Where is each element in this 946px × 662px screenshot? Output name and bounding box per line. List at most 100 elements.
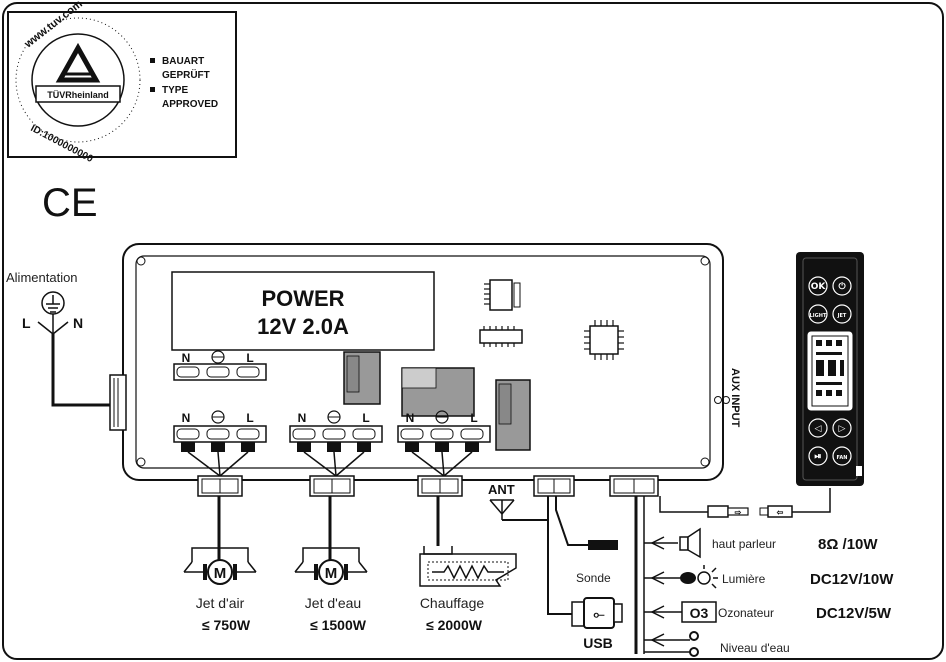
- heater-rating: ≤ 2000W: [426, 617, 483, 633]
- level-label: Niveau d'eau: [720, 641, 790, 655]
- speaker-icon: [679, 536, 689, 551]
- keypad-fan-icon: FAN: [837, 455, 848, 461]
- ozone-label: Ozonateur: [718, 606, 774, 620]
- antenna-usb: ANT ⟜ USB: [488, 482, 623, 651]
- level-sensor-icon: [689, 647, 699, 657]
- keypad-jet-icon: JET: [837, 313, 847, 319]
- terminal-n: N: [406, 411, 415, 425]
- keypad-ok-button[interactable]: [808, 276, 828, 296]
- keypad-status-led: [856, 466, 862, 476]
- keypad-right-icon: ▷: [839, 424, 846, 434]
- motor-symbol: M: [214, 565, 227, 582]
- ozone-spec: DC12V/5W: [816, 605, 892, 622]
- keypad-power-icon: ⏻: [838, 281, 846, 292]
- keypad-power-button[interactable]: [832, 276, 852, 296]
- speaker-spec: 8Ω /10W: [818, 536, 878, 553]
- water-jet-label: Jet d'eau: [305, 595, 361, 611]
- connector-icon: [707, 505, 729, 518]
- cable-glands: [197, 475, 659, 497]
- tuv-certification: www.tuv.com TÜVRheinland ID:1000000000 B…: [7, 0, 237, 165]
- terminal-n: N: [298, 411, 307, 425]
- usb-label: USB: [583, 635, 613, 651]
- chip-icon: [489, 279, 513, 311]
- heater: Chauffage ≤ 2000W: [419, 546, 517, 633]
- cert-line1: BAUART: [162, 56, 204, 67]
- terminal-n: N: [182, 351, 191, 365]
- power-line1: POWER: [261, 286, 344, 311]
- bulb-icon: [697, 571, 711, 585]
- supply-title: Alimentation: [6, 270, 78, 285]
- light-spec: DC12V/10W: [810, 571, 894, 588]
- cable-gland: [309, 475, 355, 497]
- mcu-icon: [589, 325, 619, 355]
- water-jet-rating: ≤ 1500W: [310, 617, 367, 633]
- cert-brand: TÜVRheinland: [47, 90, 109, 100]
- power-line2: 12V 2.0A: [257, 314, 349, 339]
- dip-chip-icon: [479, 329, 523, 344]
- air-jet-label: Jet d'air: [196, 595, 245, 611]
- air-jet-motor: M Jet d'air ≤ 750W: [183, 547, 257, 633]
- keypad-jet-button[interactable]: [832, 304, 852, 324]
- terminal-l: L: [246, 351, 253, 365]
- cable-gland: [609, 475, 659, 497]
- keypad-left-button[interactable]: [808, 418, 828, 438]
- sensor-probe-icon: [588, 540, 618, 550]
- motor-icon: [318, 559, 344, 585]
- terminal-n: N: [182, 411, 191, 425]
- bullet-icon: [150, 58, 155, 63]
- aux-jack-icon: [722, 396, 730, 404]
- water-jet-motor: M Jet d'eau ≤ 1500W: [294, 547, 368, 633]
- motor-icon: [207, 559, 233, 585]
- resistor-icon: [432, 564, 504, 580]
- speaker-label: haut parleur: [712, 537, 776, 551]
- cert-line3: TYPE: [162, 85, 188, 96]
- input-terminal: N L: [173, 350, 267, 381]
- level-sensor-icon: [689, 631, 699, 641]
- keypad-fan-button[interactable]: [832, 446, 852, 466]
- cert-line4: APPROVED: [162, 99, 218, 110]
- light-label: Lumière: [722, 572, 766, 586]
- aux-jack-icon: [714, 396, 722, 404]
- supply-live: L: [22, 315, 31, 331]
- aux-label: AUX INPUT: [729, 368, 741, 428]
- air-jet-rating: ≤ 750W: [202, 617, 251, 633]
- power-panel: [171, 271, 435, 351]
- keypad-left-icon: ◁: [815, 424, 822, 434]
- terminal-l: L: [362, 411, 369, 425]
- cable-gland: [417, 475, 463, 497]
- light-plug-icon: [680, 572, 696, 584]
- svg-text:⟜: ⟜: [593, 606, 605, 622]
- cert-inner-ring: [31, 33, 125, 127]
- keypad-play-icon: ⏯: [814, 452, 821, 462]
- terminal-l: L: [246, 411, 253, 425]
- keypad-light-button[interactable]: [808, 304, 828, 324]
- cert-ring: [15, 17, 141, 143]
- ozone-icon: [681, 601, 717, 623]
- motor-symbol: M: [325, 565, 338, 582]
- box-inner: [135, 255, 711, 469]
- keypad-light-icon: LIGHT: [810, 313, 827, 319]
- terminal-l: L: [470, 411, 477, 425]
- ozone-symbol: O3: [690, 605, 709, 621]
- tuv-logo-icon: [55, 42, 101, 83]
- svg-text:⇦: ⇦: [776, 508, 784, 517]
- bullet-icon: [150, 87, 155, 92]
- peripherals: ⇨ ⇦ haut parleur 8Ω /10W Sonde Lumière D…: [576, 488, 894, 657]
- ant-label: ANT: [488, 482, 515, 497]
- output-devices: M Jet d'air ≤ 750W M Jet d'eau ≤ 1500W C…: [183, 496, 517, 633]
- keypad-play-button[interactable]: [808, 446, 828, 466]
- sensor-label: Sonde: [576, 571, 611, 585]
- supply-neutral: N: [73, 315, 83, 331]
- keypad-right-button[interactable]: [832, 418, 852, 438]
- cable-gland: [197, 475, 243, 497]
- control-box: POWER 12V 2.0A N L: [109, 243, 741, 497]
- svg-text:⇨: ⇨: [735, 508, 742, 517]
- heater-label: Chauffage: [420, 595, 485, 611]
